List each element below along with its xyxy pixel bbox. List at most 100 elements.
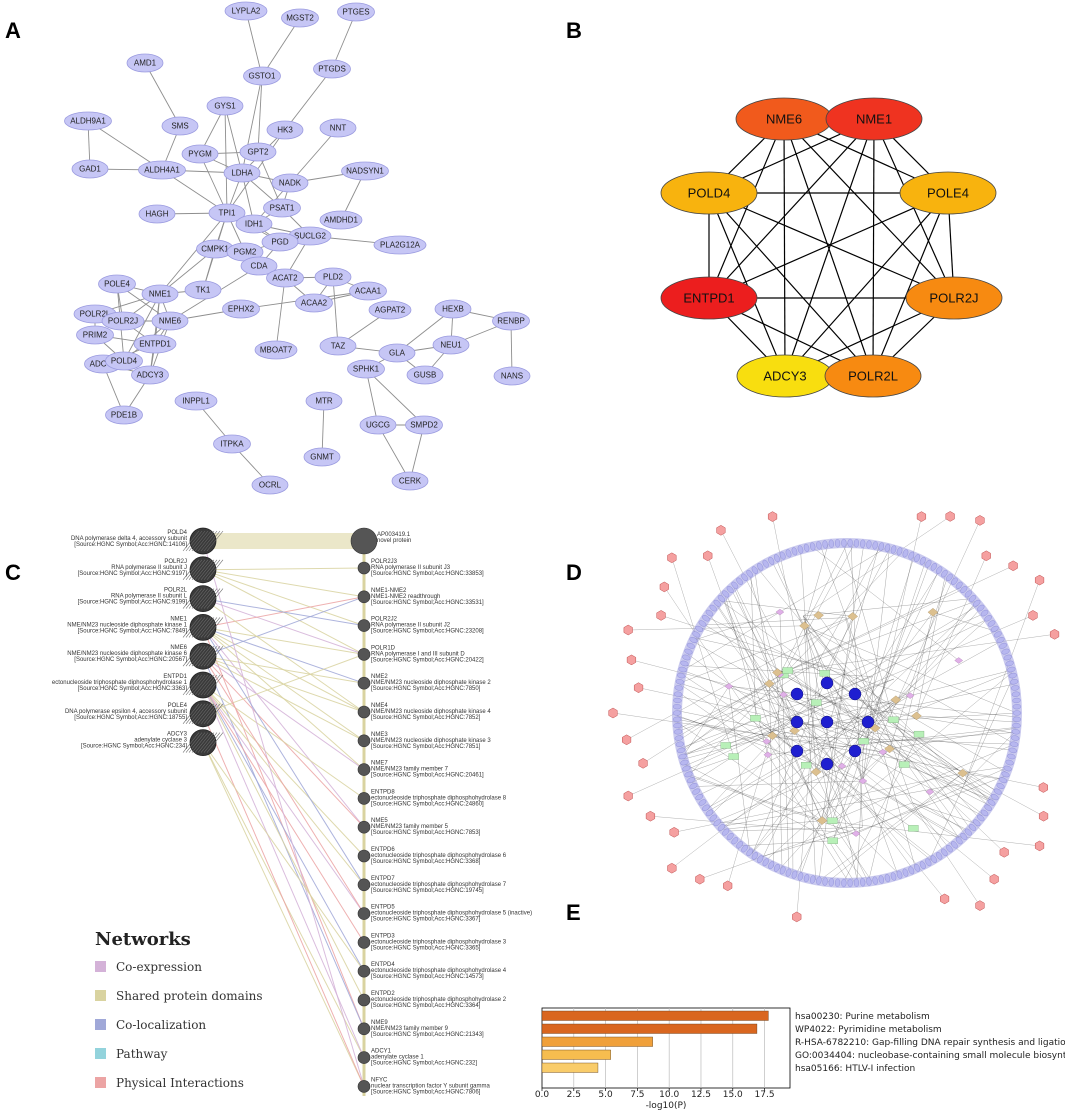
target-node[interactable] <box>964 828 973 837</box>
target-node[interactable] <box>673 722 682 729</box>
gene-node-mtr[interactable]: MTR <box>305 391 343 411</box>
gene-node-cda[interactable]: CDA <box>240 256 278 276</box>
target-node[interactable] <box>847 878 853 888</box>
target-node[interactable] <box>674 685 684 691</box>
compound-node[interactable] <box>878 748 888 756</box>
compound-hexagon[interactable] <box>723 880 733 892</box>
pathway-node[interactable] <box>750 715 761 722</box>
target-node[interactable] <box>1009 741 1019 747</box>
target-node[interactable] <box>709 814 718 823</box>
gene-node-pde1b[interactable]: PDE1B <box>105 405 143 425</box>
compound-hexagon[interactable] <box>703 550 713 562</box>
compound-hexagon[interactable] <box>1049 629 1060 640</box>
target-node[interactable] <box>884 543 891 552</box>
target-node[interactable] <box>680 660 689 667</box>
gene-node-acaa2[interactable]: ACAA2 <box>295 293 333 313</box>
herb-node[interactable] <box>848 744 862 758</box>
target-node[interactable] <box>689 636 698 644</box>
target-node[interactable] <box>785 549 792 558</box>
gene-node-aldh9a1[interactable]: ALDH9A1 <box>64 111 112 131</box>
target-node[interactable] <box>913 553 921 563</box>
target-node[interactable] <box>878 875 884 884</box>
target-node[interactable] <box>945 573 954 582</box>
target-node[interactable] <box>860 539 866 548</box>
gene-node-sms[interactable]: SMS <box>161 116 199 136</box>
target-node[interactable] <box>999 776 1008 784</box>
target-node[interactable] <box>1008 747 1017 754</box>
target-node[interactable] <box>672 716 682 722</box>
target-node[interactable] <box>689 782 698 790</box>
target-node[interactable] <box>935 565 943 574</box>
ingredient-node[interactable] <box>772 668 783 677</box>
gene-node-nans[interactable]: NANS <box>493 366 531 386</box>
target-node[interactable] <box>680 759 689 766</box>
compound-hexagon[interactable] <box>716 525 726 536</box>
target-node[interactable] <box>924 559 932 568</box>
target-node[interactable] <box>816 541 822 550</box>
target-node[interactable] <box>672 704 682 710</box>
compound-node[interactable] <box>763 751 773 758</box>
target-node[interactable] <box>684 648 693 655</box>
target-node[interactable] <box>721 828 730 837</box>
target-node[interactable] <box>968 823 977 832</box>
gene-node-aldh4a1[interactable]: ALDH4A1 <box>138 160 186 180</box>
pathway-node[interactable] <box>908 825 919 832</box>
target-node[interactable] <box>684 771 693 778</box>
gene-node-idh1[interactable]: IDH1 <box>235 214 273 234</box>
target-node[interactable] <box>993 788 1002 796</box>
target-node[interactable] <box>692 630 701 638</box>
target-node[interactable] <box>751 851 759 860</box>
compound-hexagon[interactable] <box>975 900 985 911</box>
target-node[interactable] <box>713 599 722 608</box>
target-node[interactable] <box>872 541 878 550</box>
ingredient-node[interactable] <box>927 608 939 617</box>
target-node[interactable] <box>803 874 810 883</box>
target-node[interactable] <box>853 539 859 548</box>
gene-node-gusb[interactable]: GUSB <box>406 365 444 385</box>
gene-node-renbp[interactable]: RENBP <box>492 311 530 331</box>
gene-node-ugcg[interactable]: UGCG <box>359 415 397 435</box>
compound-hexagon[interactable] <box>1034 840 1045 852</box>
gene-node-prim2[interactable]: PRIM2 <box>76 325 114 345</box>
gene-node-nnt[interactable]: NNT <box>319 118 357 138</box>
target-node[interactable] <box>767 556 775 565</box>
target-node[interactable] <box>695 625 704 633</box>
target-node[interactable] <box>841 878 847 888</box>
target-node[interactable] <box>1005 759 1014 766</box>
gene-node-nadsyn1[interactable]: NADSYN1 <box>341 161 389 181</box>
target-node[interactable] <box>964 589 973 598</box>
target-node[interactable] <box>993 630 1002 638</box>
target-node[interactable] <box>972 599 981 608</box>
compound-hexagon[interactable] <box>626 654 637 666</box>
gene-node-nme1[interactable]: NME1 <box>141 284 179 304</box>
target-node[interactable] <box>677 747 686 754</box>
compound-hexagon[interactable] <box>656 610 666 621</box>
gene-node-adcy3[interactable]: ADCY3 <box>131 365 169 385</box>
target-node[interactable] <box>677 672 686 679</box>
target-node[interactable] <box>692 788 701 796</box>
target-node[interactable] <box>682 765 691 772</box>
target-node[interactable] <box>822 540 828 549</box>
target-node[interactable] <box>902 549 909 558</box>
target-node[interactable] <box>945 844 954 853</box>
bar-wp4022-pyrimidine-metabolism[interactable] <box>541 1023 758 1034</box>
target-node[interactable] <box>675 741 685 747</box>
target-node[interactable] <box>730 581 739 590</box>
target-node[interactable] <box>950 840 959 849</box>
gene-node-pla2g12a[interactable]: PLA2G12A <box>373 235 427 255</box>
compound-hexagon[interactable] <box>1008 560 1018 572</box>
pathway-node[interactable] <box>913 730 925 738</box>
target-node[interactable] <box>735 840 744 849</box>
target-node[interactable] <box>726 832 735 841</box>
target-node[interactable] <box>1007 666 1016 673</box>
compound-hexagon[interactable] <box>623 624 633 636</box>
compound-node[interactable] <box>775 608 785 616</box>
target-node[interactable] <box>721 589 730 598</box>
compound-hexagon[interactable] <box>667 862 677 874</box>
